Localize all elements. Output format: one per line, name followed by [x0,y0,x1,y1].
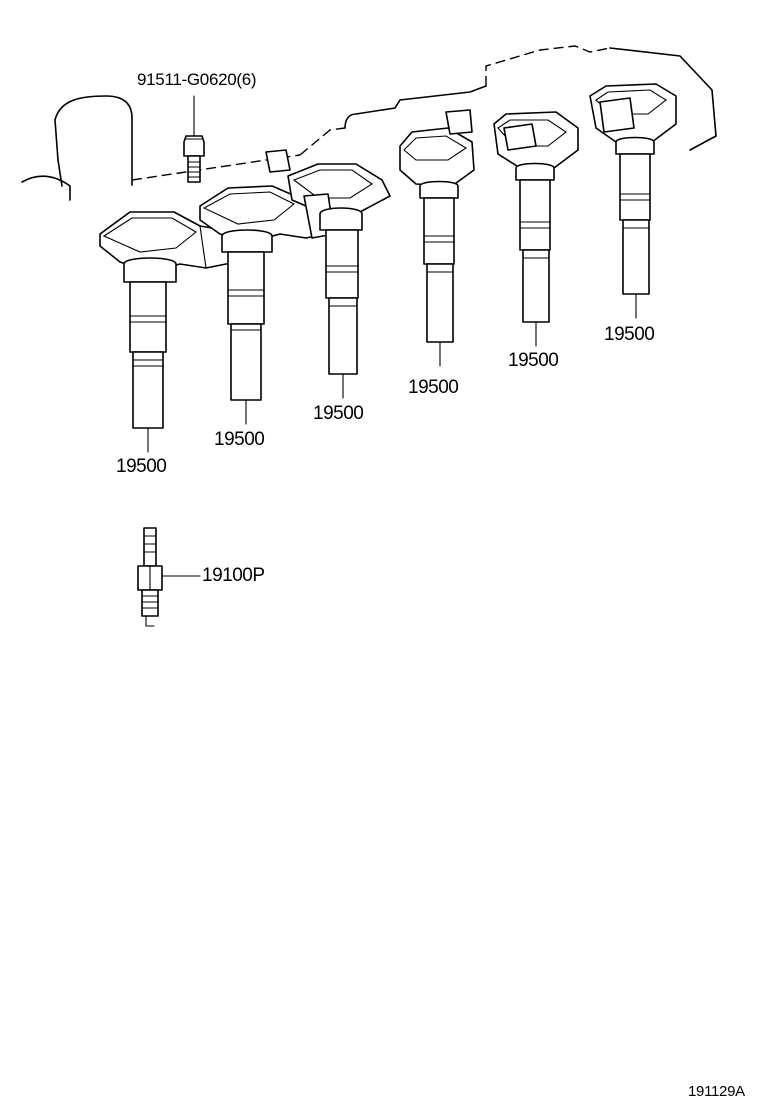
coil-2-part-number: 19500 [214,429,265,450]
figure-id: 191129A [688,1083,745,1100]
spark-plug-drawing [137,527,201,627]
coil-5-part-number: 19500 [508,350,559,371]
bolt-drawing [183,95,205,183]
coil-6-drawing [589,83,677,319]
coil-4-part-number: 19500 [408,377,459,398]
coil-3-part-number: 19500 [313,403,364,424]
spark-plug-part-number: 19100P [202,565,265,586]
coil-6-part-number: 19500 [604,324,655,345]
bolt-part-number: 91511-G0620(6) [137,70,257,89]
coil-5-drawing [493,111,579,347]
coil-2-drawing [199,149,335,425]
coil-1-drawing [99,211,237,453]
coil-4-drawing [399,109,475,367]
coil-1-part-number: 19500 [116,456,167,477]
coil-3-drawing [287,163,391,399]
